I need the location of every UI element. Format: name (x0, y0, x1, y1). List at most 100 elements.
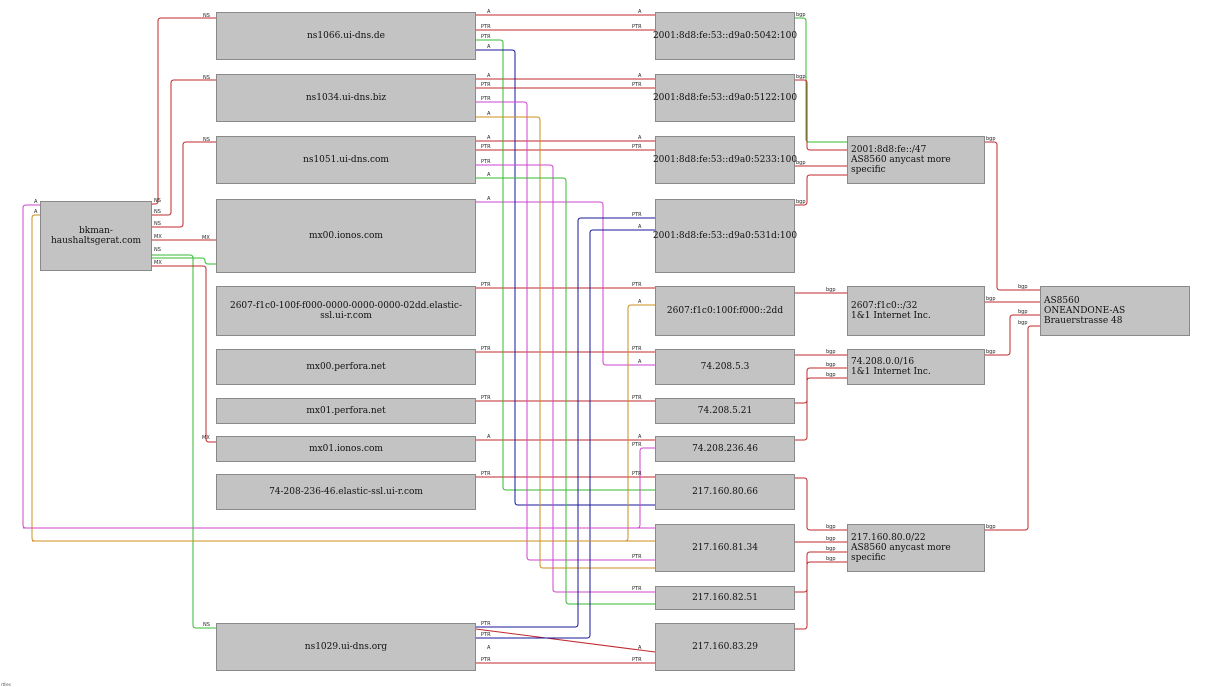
edge-label-ns-2: NS (203, 75, 210, 81)
edge-label-mx-1: MX (202, 235, 210, 241)
edge-label-ns2-magenta-r: PTR (632, 554, 642, 560)
prefix-1-line1: 2001:8d8:fe::/47 (851, 145, 927, 155)
ip-node-9[interactable]: 217.160.80.66 (655, 474, 795, 510)
edge-label-mx3-ptr-r: PTR (632, 395, 642, 401)
edge-ns4-a (475, 628, 656, 653)
edge-label-bgp-ip1: bgp (796, 12, 806, 18)
edge-label-mx1-a-r: A (638, 359, 642, 365)
asn-line1: AS8560 (1044, 296, 1080, 306)
edge-label-mx-1b: MX (154, 234, 162, 240)
edge-ns-3 (152, 141, 216, 228)
edge-label-bgp-pfx1: bgp (986, 136, 996, 142)
mx-node-3[interactable]: mx01.perfora.net (216, 398, 476, 424)
edge-label-ns4-navy-2: PTR (481, 632, 491, 638)
edge-label-domain-a-1: A (34, 199, 38, 205)
host-node-2[interactable]: 74-208-236-46.elastic-ssl.ui-r.com (216, 474, 476, 510)
edge-bgp-pfx4 (985, 325, 1040, 531)
ip-node-4[interactable]: 2001:8d8:fe:53::d9a0:531d:100 (652, 199, 798, 273)
ns-node-1[interactable]: ns1066.ui-dns.de (216, 12, 476, 60)
edge-label-ns2-orange: A (487, 111, 491, 117)
ip-node-7[interactable]: 74.208.5.21 (655, 398, 795, 424)
ns-label-3: ns1051.ui-dns.com (303, 155, 389, 165)
edge-label-ptr-r-2: PTR (632, 82, 642, 88)
ip-label-4: 2001:8d8:fe:53::d9a0:531d:100 (652, 231, 798, 241)
ip-node-11[interactable]: 217.160.82.51 (655, 586, 795, 610)
edge-label-bgp-ip5: bgp (826, 287, 836, 293)
edge-label-ptr-2: PTR (481, 82, 491, 88)
ip-label-8: 74.208.236.46 (692, 444, 758, 454)
ip-label-2: 2001:8d8:fe:53::d9a0:5122:100 (652, 93, 798, 103)
edge-ns1-green (476, 39, 655, 491)
edge-label-ns-3: NS (203, 137, 210, 143)
ns-node-3[interactable]: ns1051.ui-dns.com (216, 136, 476, 184)
mx-node-2[interactable]: mx00.perfora.net (216, 349, 476, 385)
edge-label-a-3: A (487, 135, 491, 141)
edge-label-ns4-a-r: A (638, 645, 642, 651)
edge-bgp-ip11 (795, 551, 847, 593)
ip-node-5[interactable]: 2607:f1c0:100f:f000::2dd (655, 286, 795, 336)
ip-node-8[interactable]: 74.208.236.46 (655, 436, 795, 462)
edge-label-host2-ptr-r: PTR (632, 471, 642, 477)
domain-node[interactable]: bkman-haushaltsgerat.com (40, 201, 152, 271)
ip-node-10[interactable]: 217.160.81.34 (655, 524, 795, 572)
edge-label-bgp-pfx4: bgp (986, 524, 996, 530)
ns-node-4[interactable]: ns1029.ui-dns.org (216, 623, 476, 671)
ns-node-2[interactable]: ns1034.ui-dns.biz (216, 74, 476, 122)
edge-mx-4 (152, 265, 216, 443)
prefix-2-line1: 2607:f1c0::/32 (851, 301, 918, 311)
ip-label-1: 2001:8d8:fe:53::d9a0:5042:100 (652, 31, 798, 41)
edge-label-bgp-ip7: bgp (826, 362, 836, 368)
ip-node-6[interactable]: 74.208.5.3 (655, 349, 795, 385)
edge-label-bgp-ip3: bgp (796, 160, 806, 166)
edge-label-ns-2b: NS (154, 209, 161, 215)
edge-ns-2 (152, 79, 216, 216)
edge-label-ns1-green: PTR (481, 34, 491, 40)
edge-bgp-ip9 (795, 477, 847, 531)
edge-label-a-1: A (487, 9, 491, 15)
mx-label-1: mx00.ionos.com (309, 231, 383, 241)
edge-label-ns-1b: NS (154, 198, 161, 204)
ip-node-1[interactable]: 2001:8d8:fe:53::d9a0:5042:100 (652, 12, 798, 60)
edge-label-mx-4: MX (202, 435, 210, 441)
ip-node-12[interactable]: 217.160.83.29 (655, 623, 795, 671)
edge-bgp-ip2 (795, 79, 847, 151)
edge-label-ns-4: NS (203, 622, 210, 628)
prefix-3-line1: 74.208.0.0/16 (851, 357, 915, 367)
host-node-1[interactable]: 2607-f1c0-100f-f000-0000-0000-0000-02dd.… (216, 286, 476, 336)
edge-label-ptr-1: PTR (481, 24, 491, 30)
edge-label-ptr-r-3: PTR (632, 144, 642, 150)
mx-node-1[interactable]: mx00.ionos.com (216, 199, 476, 273)
ip-label-12: 217.160.83.29 (692, 642, 758, 652)
edge-label-a-r-3: A (638, 135, 642, 141)
edge-label-bgp-pfx3-r: bgp (1018, 309, 1028, 315)
edge-label-bgp-pfx4-r: bgp (1018, 320, 1028, 326)
ip-label-7: 74.208.5.21 (697, 406, 753, 416)
edge-label-ptr-3: PTR (481, 144, 491, 150)
ip-label-3: 2001:8d8:fe:53::d9a0:5233:100 (652, 155, 798, 165)
edge-label-bgp-ip11: bgp (826, 546, 836, 552)
edge-label-bgp-ip12: bgp (826, 556, 836, 562)
edge-label-ns-1: NS (203, 13, 210, 19)
mx-node-4[interactable]: mx01.ionos.com (216, 436, 476, 462)
ip-node-2[interactable]: 2001:8d8:fe:53::d9a0:5122:100 (652, 74, 798, 122)
edge-label-host1-ptr-r: PTR (632, 282, 642, 288)
mx-label-4: mx01.ionos.com (309, 444, 383, 454)
edge-label-ns4-ptr-r: PTR (632, 657, 642, 663)
asn-line2: ONEANDONE-AS Brauerstrasse 48 (1044, 306, 1126, 326)
ip-node-3[interactable]: 2001:8d8:fe:53::d9a0:5233:100 (652, 136, 798, 184)
edge-label-orange-up: A (638, 299, 642, 305)
edge-bgp-ip8 (795, 377, 847, 441)
edge-label-ns4-a: A (487, 645, 491, 651)
edge-label-ptr-r-1: PTR (632, 24, 642, 30)
edge-magenta-up (23, 447, 655, 529)
edge-label-bgp-ip4: bgp (796, 199, 806, 205)
prefix-4-line2: AS8560 anycast more specific (851, 543, 951, 563)
edge-label-bgp-pfx1-r: bgp (1018, 284, 1028, 290)
edge-label-ns-4b: NS (154, 247, 161, 253)
